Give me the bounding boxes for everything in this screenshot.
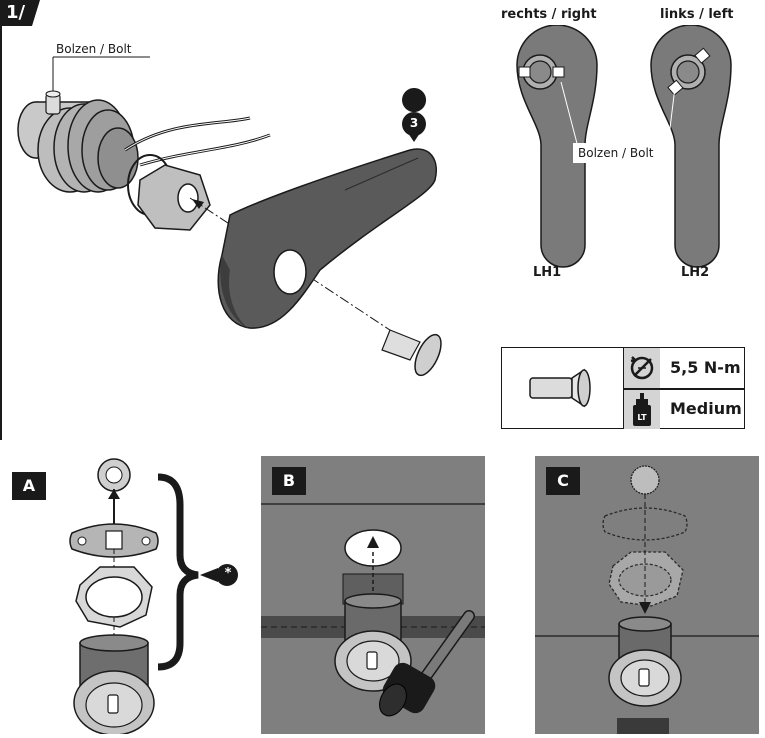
bolt-label-main: Bolzen / Bolt — [56, 42, 132, 56]
bolt-label-background — [573, 143, 669, 163]
lever — [217, 148, 437, 330]
asterisk-marker-label: * — [224, 566, 232, 581]
handle-label-lh2: LH2 — [681, 265, 710, 280]
torque-value: 5,5 N-m — [670, 358, 741, 377]
panel-a-badge: A — [12, 472, 46, 500]
panel-c-badge: C — [546, 467, 580, 495]
lock-cylinder — [17, 90, 139, 193]
step-badge: 1/ — [0, 0, 40, 26]
hex-nut — [137, 164, 211, 231]
threadlocker-bottle-text: LT — [637, 413, 647, 422]
key-slot-a — [107, 694, 119, 714]
threadlocker-icon-cell: LT — [624, 389, 660, 429]
left-border-line — [0, 0, 2, 440]
panel-c: C — [535, 456, 759, 734]
handle-label-lh1: LH1 — [533, 265, 562, 280]
threadlocker-value: Medium — [670, 399, 742, 418]
handle-lh2 — [650, 25, 732, 268]
bolt-slot-lh1-left — [518, 66, 531, 78]
lock-assembly-diagram — [17, 56, 442, 377]
panel-b-badge: B — [272, 467, 306, 495]
screw-icon — [529, 368, 591, 408]
step-number: 1 — [6, 2, 19, 23]
panel-a-exploded-diagram — [69, 458, 238, 734]
spec-divider-horizontal — [623, 388, 745, 390]
mallet — [379, 610, 475, 717]
torque-wrench-icon — [630, 356, 654, 380]
lever-callout-number: 3 — [409, 116, 419, 130]
panel-b-letter: B — [282, 471, 296, 490]
bolt-slot-lh1-right — [552, 66, 565, 78]
step-slash-mark: / — [18, 2, 26, 23]
spec-table: LT 5,5 N-m Medium — [501, 347, 745, 429]
panel-c-diagram — [535, 465, 759, 734]
left-handle-label: links / left — [660, 7, 734, 22]
countersunk-screw — [381, 329, 442, 377]
nut-hole — [177, 183, 199, 213]
lever-callout-marker — [402, 88, 427, 142]
panel-a-letter: A — [22, 476, 36, 495]
asterisk-marker — [216, 564, 238, 586]
bolt-label-handles: Bolzen / Bolt — [578, 146, 654, 160]
group-brace — [157, 473, 199, 671]
wire-lower — [139, 133, 271, 167]
right-handle-label: rechts / right — [501, 7, 597, 22]
lever-hole — [273, 249, 307, 295]
panel-b-diagram — [261, 503, 485, 717]
axis-arrowhead — [192, 199, 204, 209]
bolt-slot-lh2-upper — [694, 47, 711, 64]
handle-variants-diagram — [516, 25, 732, 268]
panel-b: B — [261, 456, 485, 734]
panel-c-letter: C — [557, 471, 569, 490]
threadlocker-bottle-icon: LT — [633, 392, 651, 426]
handle-lh1 — [516, 25, 598, 268]
torque-icon-cell — [624, 348, 660, 388]
